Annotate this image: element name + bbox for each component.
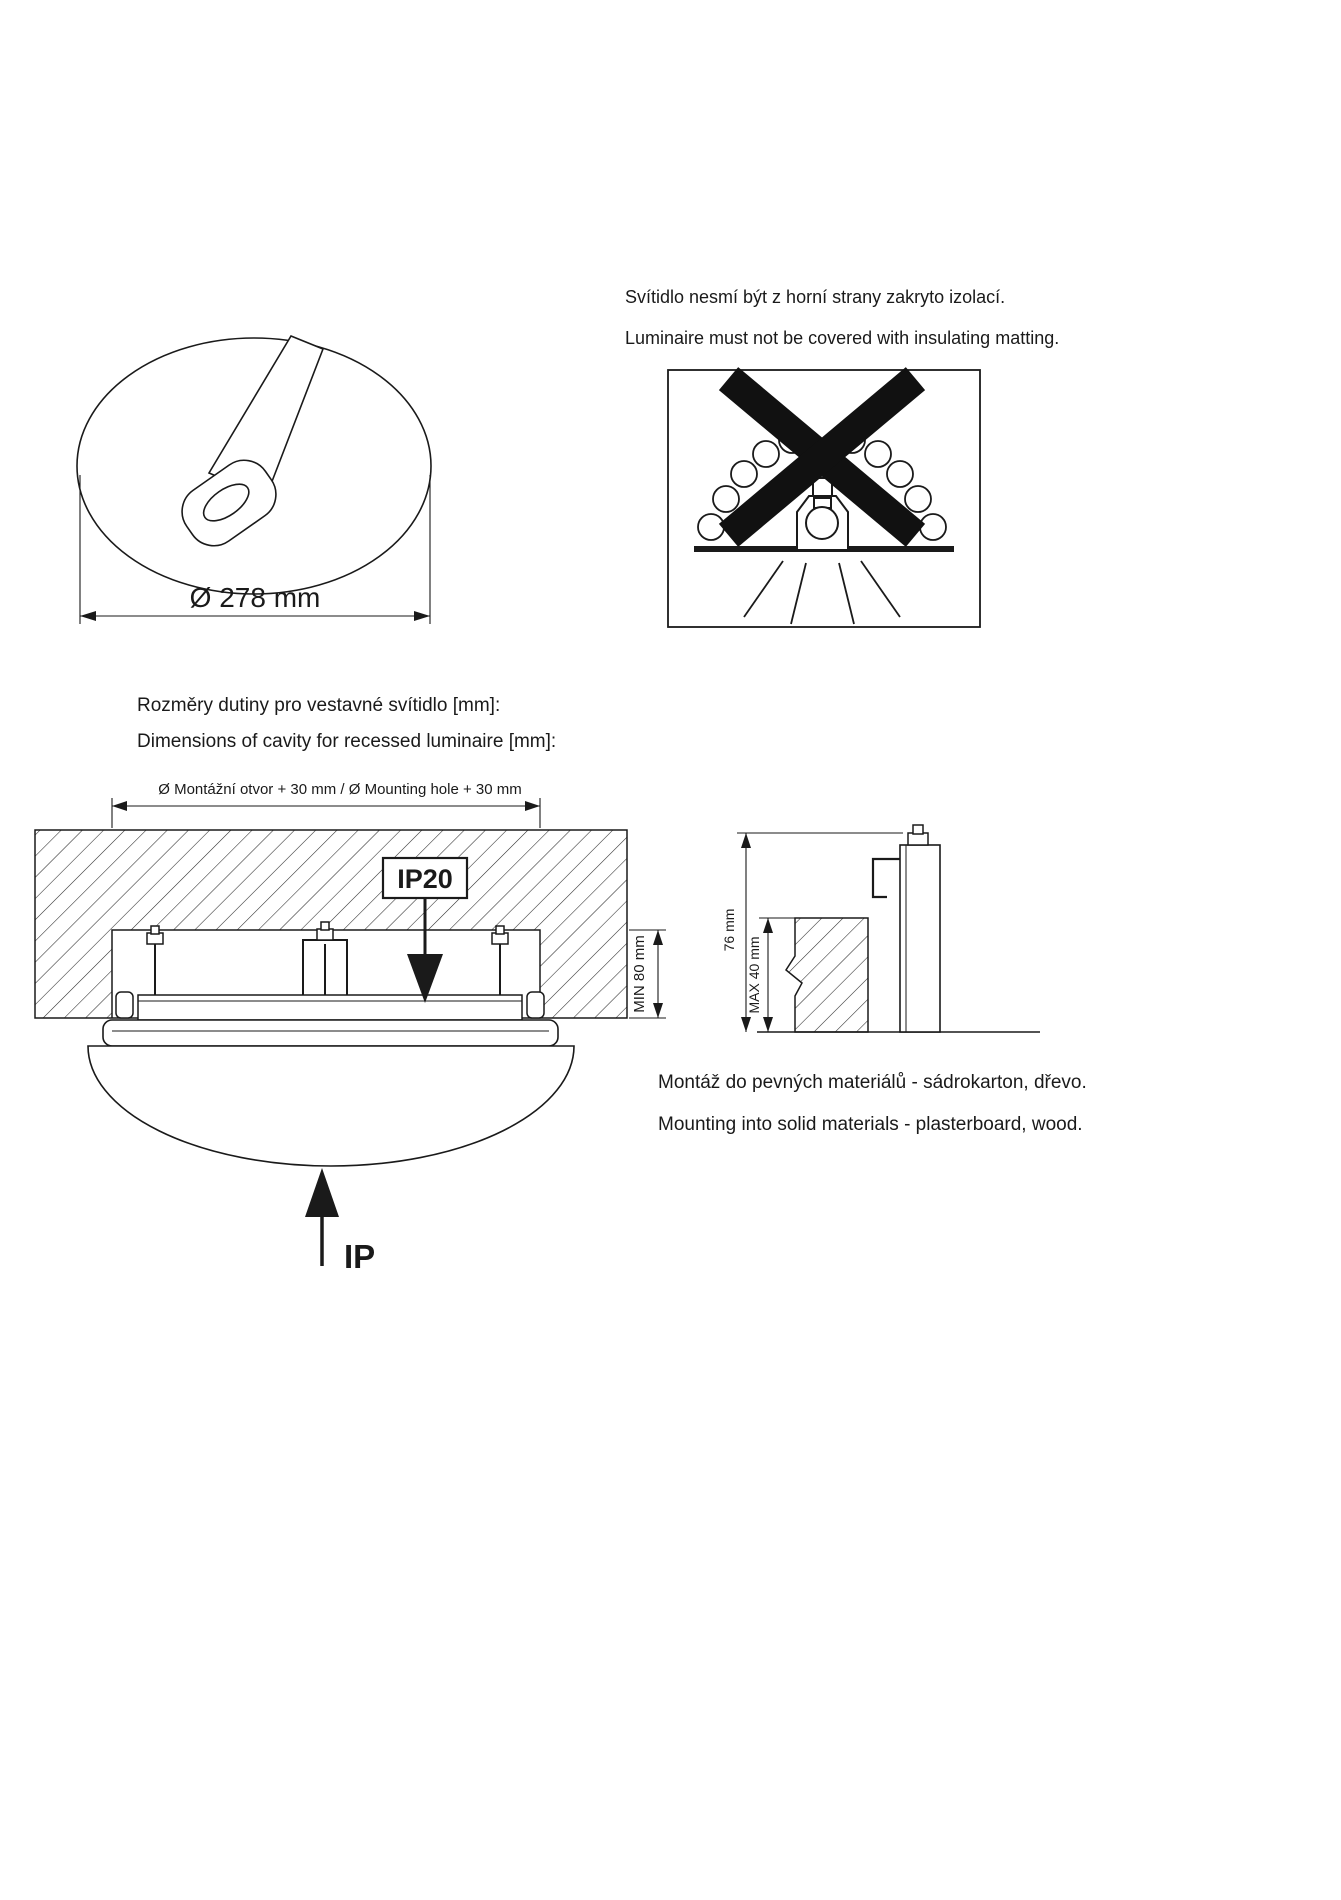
ip-arrow-up-icon <box>305 1168 339 1217</box>
cavity-heading-cz: Rozměry dutiny pro vestavné svítidlo [mm… <box>137 695 500 716</box>
housing-side-view <box>899 824 941 1033</box>
mounting-screw-left <box>146 925 164 995</box>
diameter-label: Ø 278 mm <box>190 582 321 613</box>
retaining-clip-left <box>115 991 134 1019</box>
arrowhead-left <box>80 611 96 621</box>
height-label: 76 mm <box>721 909 737 952</box>
insulation-warning-text-en: Luminaire must not be covered with insul… <box>625 328 1059 348</box>
min-depth-dimension: MIN 80 mm <box>629 929 666 1019</box>
trim-flange <box>102 1019 559 1047</box>
mounting-hole-dimension: Ø Montážní otvor + 30 mm / Ø Mounting ho… <box>111 781 541 828</box>
mounting-note-cz: Montáž do pevných materiálů - sádrokarto… <box>658 1072 1087 1093</box>
insulation-warning-text-cz: Svítidlo nesmí být z horní strany zakryt… <box>625 287 1005 307</box>
ip20-callout: IP20 <box>381 856 469 1003</box>
wall-hatched-section <box>785 917 869 1033</box>
mounting-note-en: Mounting into solid materials - plasterb… <box>658 1114 1083 1135</box>
side-mounting-section: 76 mm MAX 40 mm <box>721 824 1040 1033</box>
housing-nut <box>907 832 929 846</box>
lamp-symbol <box>796 477 849 549</box>
arrowhead-right <box>414 611 430 621</box>
spring-clip-handle <box>181 459 277 547</box>
mounting-hole-label: Ø Montážní otvor + 30 mm / Ø Mounting ho… <box>158 781 522 798</box>
mounting-screw-center <box>302 921 348 995</box>
fixture-rim <box>76 337 432 595</box>
min-depth-label: MIN 80 mm <box>631 935 648 1013</box>
ip20-arrow-down-icon <box>407 954 443 1003</box>
housing-nut-cap <box>912 824 924 835</box>
lamp-base <box>812 477 833 497</box>
ip-callout: IP <box>305 1168 375 1275</box>
ceiling-hatched-section <box>34 829 628 1019</box>
no-insulation-pictogram <box>667 367 981 628</box>
diffuser-dome <box>87 1045 575 1167</box>
cavity-heading-en: Dimensions of cavity for recessed lumina… <box>137 731 556 752</box>
light-rays <box>743 560 901 625</box>
fixing-bracket <box>871 857 900 899</box>
max-thickness-dimension: MAX 40 mm <box>746 917 796 1032</box>
bulb <box>805 506 839 540</box>
diameter-dimension: Ø 278 mm <box>79 475 431 624</box>
ip-label: IP <box>344 1238 375 1275</box>
height-dimension: 76 mm <box>721 833 751 1032</box>
retaining-clip-right <box>526 991 545 1019</box>
max-thickness-label: MAX 40 mm <box>746 936 762 1013</box>
clip-hole <box>202 483 250 522</box>
fixture-top-view: Ø 278 mm <box>76 335 432 624</box>
prohibition-cross-icon <box>718 367 926 547</box>
mounting-screw-right <box>491 925 509 995</box>
luminaire-housing <box>115 921 545 1021</box>
ip20-label: IP20 <box>397 864 453 894</box>
cavity-cross-section: Ø Montážní otvor + 30 mm / Ø Mounting ho… <box>34 781 666 1275</box>
